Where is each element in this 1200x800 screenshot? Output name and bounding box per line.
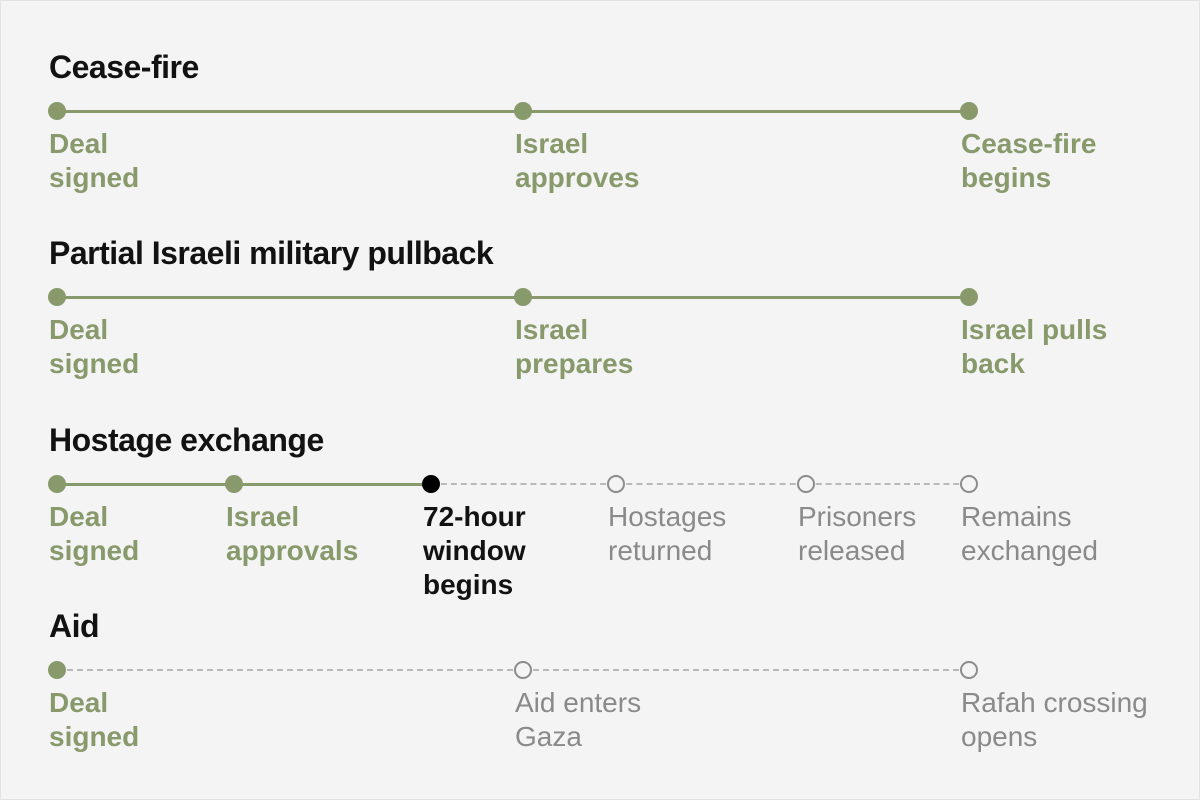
step-label: Deal signed (49, 314, 140, 379)
timeline-segment (523, 669, 969, 671)
timeline-segment (57, 109, 523, 113)
timeline-node-done (514, 288, 532, 306)
timeline-node-pending (960, 661, 978, 679)
timeline-node-done (514, 102, 532, 120)
section-title: Cease-fire (49, 49, 199, 85)
step-label: Hostages returned (608, 501, 727, 566)
timeline-node-pending (797, 475, 815, 493)
timeline-node-pending (960, 475, 978, 493)
timeline-segment (57, 295, 523, 299)
section-title: Hostage exchange (49, 422, 324, 458)
section-title: Partial Israeli military pullback (49, 235, 494, 271)
timeline-segment (234, 482, 431, 486)
timeline-node-done (48, 288, 66, 306)
step-label: Remains exchanged (961, 501, 1099, 566)
step-label: Israel pulls back (961, 314, 1108, 379)
timeline-node-done (960, 288, 978, 306)
step-label: Aid enters Gaza (515, 687, 642, 752)
timeline-segment (616, 483, 806, 485)
timeline-segment (431, 483, 616, 485)
timeline-segment (523, 109, 969, 113)
step-label: 72-hour window begins (423, 501, 526, 600)
step-label: Cease-fire begins (961, 128, 1097, 193)
step-label: Israel prepares (515, 314, 634, 379)
timeline-node-done (48, 661, 66, 679)
timeline-node-done (48, 102, 66, 120)
step-label: Deal signed (49, 501, 140, 566)
step-label: Israel approvals (226, 501, 359, 566)
step-label: Deal signed (49, 687, 140, 752)
timeline-node-current (422, 475, 440, 493)
timeline-segment (57, 669, 523, 671)
timeline-segment (523, 295, 969, 299)
timeline-node-done (48, 475, 66, 493)
section-title: Aid (49, 608, 100, 644)
timeline-node-pending (514, 661, 532, 679)
timeline-node-pending (607, 475, 625, 493)
step-label: Prisoners released (798, 501, 917, 566)
step-label: Deal signed (49, 128, 140, 193)
step-label: Rafah crossing opens (961, 687, 1148, 752)
timeline-segment (57, 482, 234, 486)
step-label: Israel approves (515, 128, 640, 193)
timeline-node-done (225, 475, 243, 493)
timeline-segment (806, 483, 969, 485)
timeline-node-done (960, 102, 978, 120)
